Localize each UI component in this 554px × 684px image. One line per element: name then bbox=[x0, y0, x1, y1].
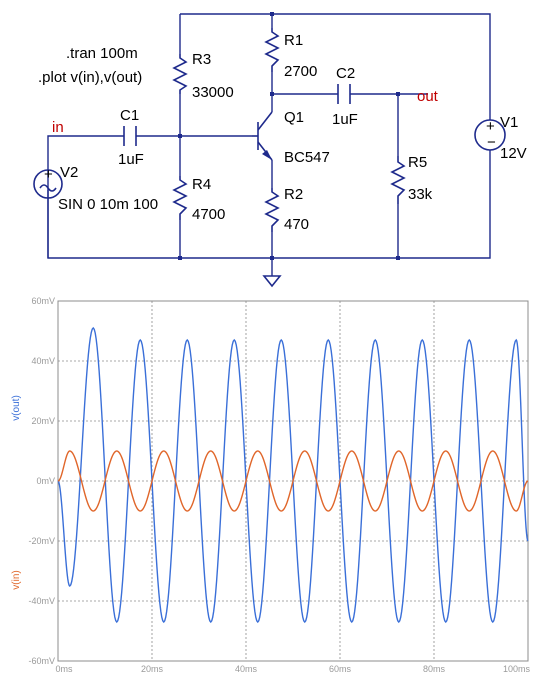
svg-text:−: − bbox=[487, 134, 496, 151]
svg-text:+: + bbox=[44, 166, 53, 183]
resistor-r5 bbox=[390, 156, 406, 204]
r2-name: R2 bbox=[284, 186, 303, 203]
x-tick-label: 40ms bbox=[235, 664, 258, 674]
transistor-q1 bbox=[252, 111, 273, 161]
x-tick-label: 80ms bbox=[423, 664, 446, 674]
trace-v-in bbox=[57, 450, 529, 512]
traces bbox=[57, 326, 529, 624]
y-tick-label: 20mV bbox=[31, 416, 55, 426]
capacitor-c1 bbox=[123, 126, 137, 146]
v1-name: V1 bbox=[500, 114, 518, 131]
x-tick-label: 60ms bbox=[329, 664, 352, 674]
c2-name: C2 bbox=[336, 65, 355, 82]
r1-name: R1 bbox=[284, 32, 303, 49]
legend-v-out: v(out) bbox=[11, 395, 22, 421]
r4-value: 4700 bbox=[192, 206, 225, 223]
x-tick-label: 0ms bbox=[55, 664, 73, 674]
y-tick-label: 40mV bbox=[31, 356, 55, 366]
resistor-r1 bbox=[264, 28, 280, 72]
resistor-r3 bbox=[172, 54, 188, 94]
directive-plot: .plot v(in),v(out) bbox=[38, 69, 142, 86]
r1-value: 2700 bbox=[284, 63, 317, 80]
r5-value: 33k bbox=[408, 186, 433, 203]
legend-v-in: v(in) bbox=[11, 570, 22, 589]
schematic: + − + .tran 100m .plot v(in),v(out) in o… bbox=[33, 12, 527, 288]
voltage-source-v1: + − bbox=[474, 118, 506, 151]
junctions bbox=[178, 12, 400, 260]
y-tick-labels: 60mV 40mV 20mV 0mV -20mV -40mV -60mV bbox=[28, 296, 55, 666]
resistor-r2 bbox=[264, 188, 280, 232]
svg-text:+: + bbox=[486, 118, 495, 135]
v1-value: 12V bbox=[500, 145, 527, 162]
r3-value: 33000 bbox=[192, 84, 234, 101]
c1-name: C1 bbox=[120, 107, 139, 124]
net-label-out: out bbox=[417, 88, 439, 105]
v2-value: SIN 0 10m 100 bbox=[58, 196, 158, 213]
x-tick-label: 100ms bbox=[503, 664, 531, 674]
r4-name: R4 bbox=[192, 176, 211, 193]
wires bbox=[47, 13, 491, 276]
directive-tran: .tran 100m bbox=[66, 45, 138, 62]
capacitor-c2 bbox=[337, 84, 351, 104]
y-tick-label: -20mV bbox=[28, 536, 55, 546]
y-tick-label: 0mV bbox=[36, 476, 55, 486]
v2-name: V2 bbox=[60, 164, 78, 181]
resistor-r4 bbox=[172, 176, 188, 220]
q1-value: BC547 bbox=[284, 149, 330, 166]
ground-icon bbox=[262, 275, 282, 288]
voltage-source-v2: + bbox=[33, 166, 63, 199]
x-tick-label: 20ms bbox=[141, 664, 164, 674]
y-tick-label: -60mV bbox=[28, 656, 55, 666]
y-tick-label: -40mV bbox=[28, 596, 55, 606]
r2-value: 470 bbox=[284, 216, 309, 233]
c1-value: 1uF bbox=[118, 151, 144, 168]
net-label-in: in bbox=[52, 119, 64, 136]
y-tick-label: 60mV bbox=[31, 296, 55, 306]
x-tick-labels: 0ms 20ms 40ms 60ms 80ms 100ms bbox=[55, 664, 530, 674]
r5-name: R5 bbox=[408, 154, 427, 171]
c2-value: 1uF bbox=[332, 111, 358, 128]
q1-name: Q1 bbox=[284, 109, 304, 126]
waveform-plot: 60mV 40mV 20mV 0mV -20mV -40mV -60mV 0ms 20ms 40… bbox=[11, 296, 530, 674]
r3-name: R3 bbox=[192, 51, 211, 68]
